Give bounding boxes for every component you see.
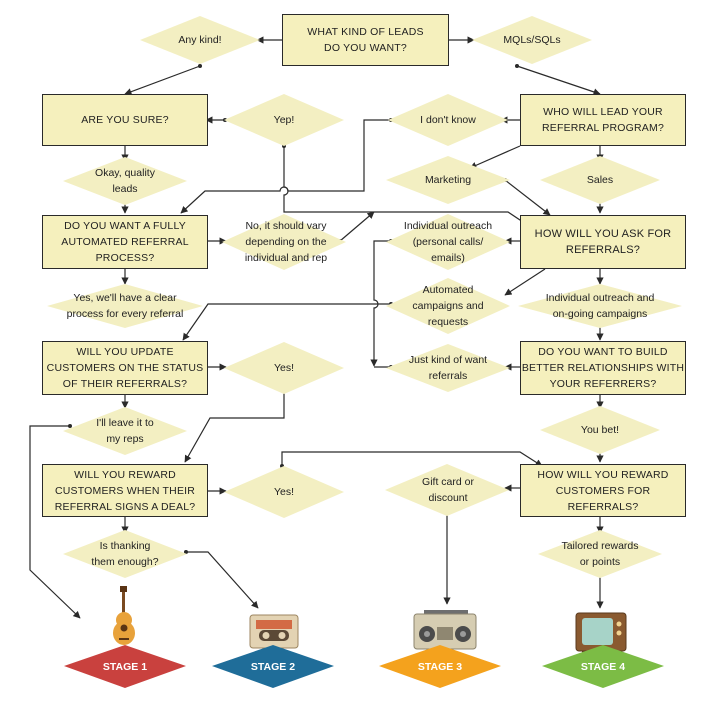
diamond-individual-outreach [386,214,510,270]
decision-marketing: Marketing [424,174,472,186]
decision-you-bet: You bet! [580,424,620,436]
connector-dot [198,64,202,68]
diamond-yes-update [224,342,344,394]
cassette-tape-icon [249,614,299,649]
connector-line [184,390,285,463]
connector-line [281,451,543,467]
box-are-you-sure: ARE YOU SURE? [42,94,208,146]
connector-line [504,179,551,216]
diamond-gift-card [385,464,509,516]
connector-line [186,551,259,609]
decision-automated-campaigns: Automated campaigns and requests [412,284,484,328]
stage-3-diamond [379,645,501,688]
box-how-will-you-ask: HOW WILL YOU ASK FOR REFERRALS? [520,215,686,269]
box-who-will-lead: WHO WILL LEAD YOUR REFERRAL PROGRAM? [520,94,686,146]
decision-i-dont-know: I don't know [420,114,476,126]
stage-2-label: STAGE 2 [250,661,296,673]
diamond-i-dont-know [388,94,508,146]
connector-line [469,145,521,169]
diamond-no-should-vary [222,214,346,270]
decision-thanking-enough: Is thanking them enough? [91,540,159,568]
connector-dot [184,550,188,554]
box-what-kind-of-leads: WHAT KIND OF LEADS DO YOU WANT? [282,14,449,66]
stage-2-diamond [212,645,334,688]
connector-line [180,119,391,214]
diamond-automated-campaigns [386,278,510,334]
decision-yep: Yep! [273,114,295,126]
diamond-marketing [386,156,510,204]
decision-gift-card: Gift card or discount [422,476,474,504]
diamond-sales [540,156,660,204]
decision-just-kind-of: Just kind of want referrals [408,354,488,382]
box-update-customers: WILL YOU UPDATE CUSTOMERS ON THE STATUS … [42,341,208,395]
decision-tailored-rewards: Tailored rewards or points [561,540,639,568]
connector-line [504,268,546,296]
boombox-icon [413,610,477,650]
diamond-leave-to-reps [63,407,187,455]
decision-no-should-vary: No, it should vary depending on the indi… [244,220,328,264]
diamond-any-kind [140,16,260,64]
decision-leave-to-reps: I'll leave it to my reps [96,417,154,445]
diamond-yep [224,94,344,146]
diamond-individual-ongoing [518,284,682,328]
diamond-mqls-sqls [472,16,592,64]
decision-yes-clear-process: Yes, we'll have a clear process for ever… [66,292,184,320]
box-build-relationships: DO YOU WANT TO BUILD BETTER RELATIONSHIP… [520,341,686,395]
stage-4-label: STAGE 4 [580,661,626,673]
diamond-you-bet [540,406,660,454]
box-how-will-you-reward: HOW WILL YOU REWARD CUSTOMERS FOR REFERR… [520,464,686,517]
decision-sales: Sales [586,174,614,186]
connector-line [124,65,201,96]
connector-line [29,425,81,619]
diamond-okay-quality [63,157,187,205]
retro-tv-icon [575,612,627,655]
stage-1-label: STAGE 1 [102,661,148,673]
decision-individual-ongoing: Individual outreach and on-going campaig… [545,292,655,320]
stage-1-diamond [64,645,186,688]
box-fully-automated: DO YOU WANT A FULLY AUTOMATED REFERRAL P… [42,215,208,269]
connector-dot [515,64,519,68]
guitar-icon [113,586,135,645]
diamond-yes-clear-process [47,284,203,328]
stage-3-label: STAGE 3 [417,661,463,673]
decision-yes-reward: Yes! [273,486,295,498]
diamond-yes-reward [224,466,344,518]
diamond-thanking-enough [63,530,187,578]
connector-line [182,303,391,341]
connector-line [339,211,375,242]
decision-individual-outreach-calls: Individual outreach (personal calls/ ema… [403,220,493,264]
decision-okay-quality-leads: Okay, quality leads [95,167,155,195]
diamond-just-kind-of [386,344,510,392]
decision-yes-update: Yes! [273,362,295,374]
decision-mqls-sqls: MQLs/SQLs [503,34,561,46]
connector-dot [68,424,72,428]
decision-any-kind: Any kind! [178,34,222,46]
connector-line [516,65,601,96]
diamond-tailored-rewards [538,530,662,578]
box-reward-on-deal: WILL YOU REWARD CUSTOMERS WHEN THEIR REF… [42,464,208,517]
stage-4-diamond [542,645,664,688]
connector-line [370,240,391,367]
